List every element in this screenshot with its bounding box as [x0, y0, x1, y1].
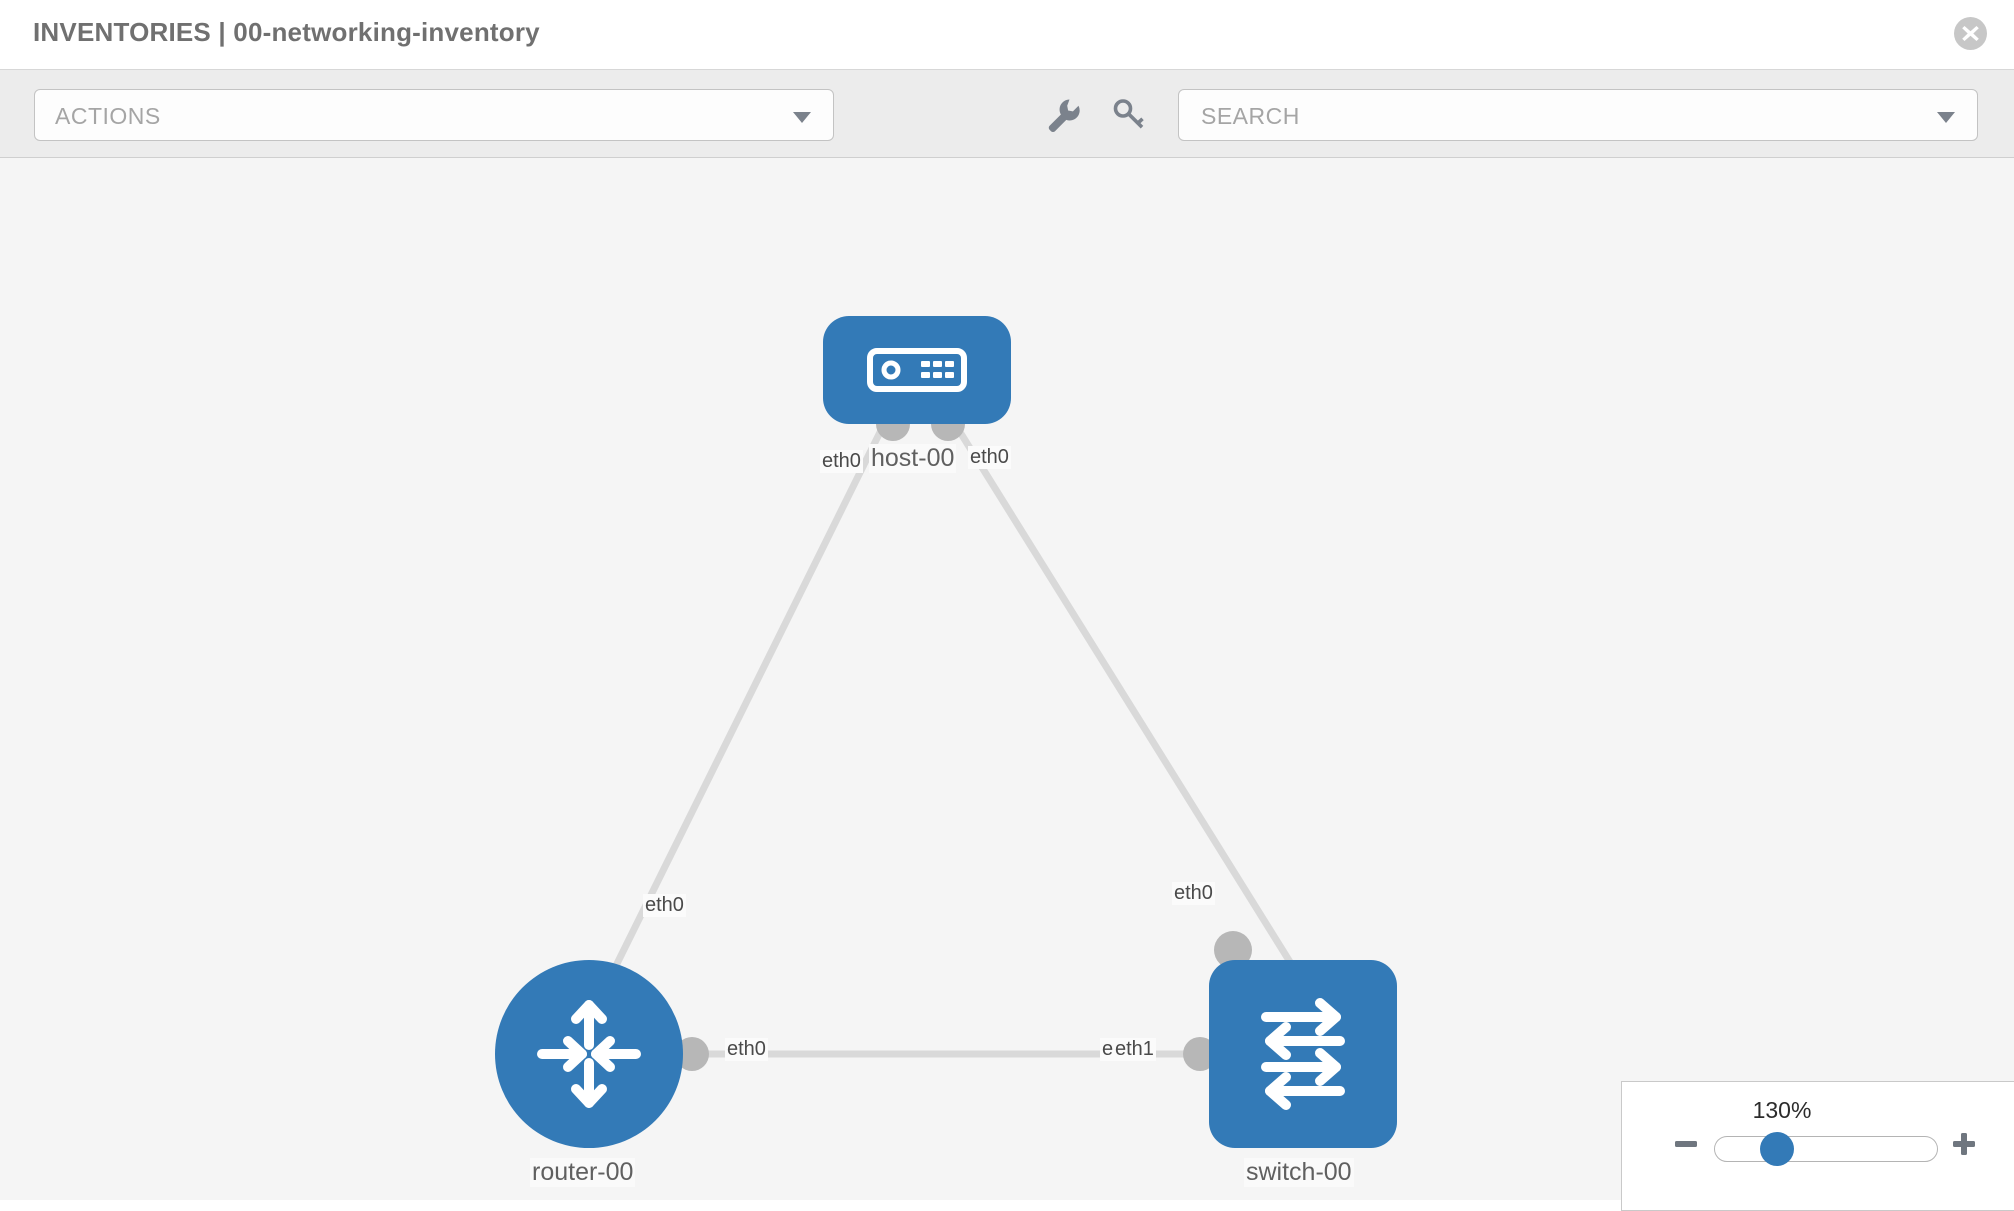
actions-dropdown-label: ACTIONS	[55, 103, 161, 129]
minus-icon	[1675, 1141, 1697, 1147]
zoom-in-button[interactable]	[1950, 1130, 1978, 1163]
key-icon[interactable]	[1107, 91, 1151, 135]
edge-label-host-left: eth0	[820, 450, 863, 473]
edge-label-router-upper: eth0	[643, 894, 686, 917]
edge-label-host-right: eth0	[968, 446, 1011, 469]
edge-host-switch[interactable]	[947, 414, 1298, 972]
wrench-icon[interactable]	[1040, 91, 1084, 135]
topology-canvas[interactable]: host-00 router-00	[0, 158, 2014, 1200]
chevron-down-icon[interactable]	[1937, 112, 1955, 123]
zoom-out-button[interactable]	[1672, 1130, 1700, 1163]
zoom-level-value: 130%	[1752, 1097, 1812, 1123]
edge-label-switch-left-b: eth1	[1113, 1038, 1156, 1061]
router-arrows-icon	[537, 1000, 641, 1108]
edge-connectors	[675, 407, 1252, 1071]
chevron-down-icon	[793, 112, 811, 123]
switch-node-label: switch-00	[1244, 1158, 1354, 1187]
edge-label-router-right: eth0	[725, 1038, 768, 1061]
close-icon[interactable]	[1954, 17, 1987, 50]
server-icon	[867, 348, 967, 392]
search-input[interactable]	[1199, 90, 1903, 142]
page-title: INVENTORIES | 00-networking-inventory	[33, 17, 540, 47]
router-node-label: router-00	[530, 1158, 636, 1187]
page-header: INVENTORIES | 00-networking-inventory	[0, 0, 2014, 70]
switch-node-shape[interactable]	[1209, 960, 1397, 1148]
topology-edges	[596, 407, 1298, 1071]
host-node-label: host-00	[869, 444, 957, 473]
router-node-shape[interactable]	[495, 960, 683, 1148]
search-field[interactable]	[1178, 89, 1978, 142]
actions-dropdown[interactable]: ACTIONS	[34, 89, 834, 141]
close-glyph	[1962, 26, 1979, 41]
toolbar: ACTIONS	[0, 70, 2014, 158]
zoom-slider-track[interactable]	[1714, 1136, 1938, 1162]
edge-lines	[596, 414, 1298, 1058]
wrench-glyph	[1048, 99, 1080, 133]
nub-router-right	[675, 1037, 709, 1071]
switch-arrows-icon	[1261, 998, 1345, 1110]
nub-switch-top	[1214, 931, 1252, 969]
nub-switch-left	[1183, 1037, 1217, 1071]
zoom-slider-thumb[interactable]	[1760, 1132, 1794, 1166]
zoom-control-panel: 130%	[1621, 1081, 2014, 1211]
host-node-shape[interactable]	[823, 316, 1011, 424]
key-glyph	[1113, 99, 1144, 129]
edge-label-switch-upper: eth0	[1172, 882, 1215, 905]
plus-icon	[1953, 1133, 1975, 1155]
